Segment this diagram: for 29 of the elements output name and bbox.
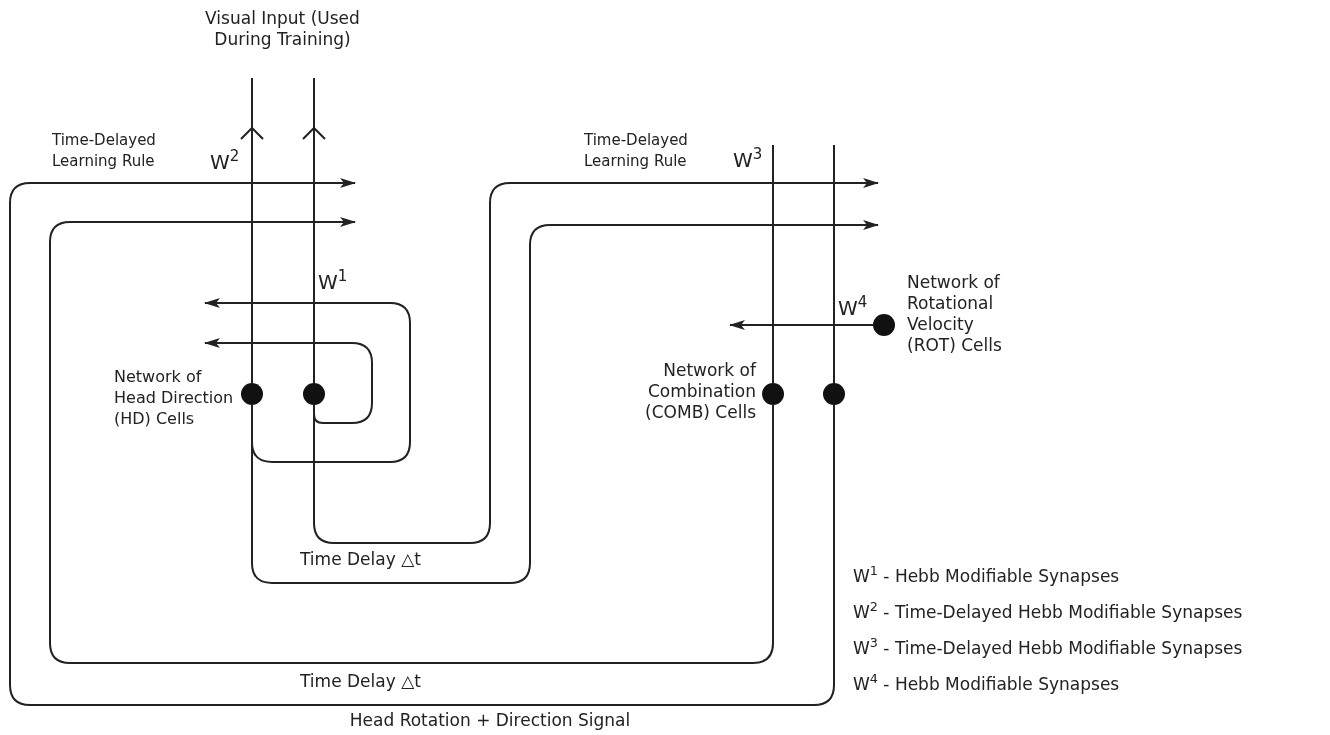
network-label: Network of Combination (COMB) Cells: [644, 360, 756, 423]
neuron-cell: [873, 314, 895, 336]
input-line: [240, 77, 264, 384]
delay-label: Time Delay △t: [300, 549, 422, 570]
legend-text: W$^{3}$ - Time-Delayed Hebb Modifiable Synapses: [853, 638, 1244, 659]
legend-text: W$^{1}$ - Hebb Modifiable Synapses: [853, 566, 1121, 587]
arrow: [49, 217, 774, 664]
caption-text: Network of Rotational Velocity (ROT) Cells: [907, 272, 1003, 356]
arrow: [9, 178, 835, 706]
legend-text: W$^{2}$ - Time-Delayed Hebb Modifiable Synapses: [853, 602, 1244, 623]
neuron-cell: [762, 383, 784, 405]
arrow: [204, 298, 411, 463]
input-line: [302, 77, 326, 384]
dendrite-line: [833, 144, 835, 384]
neuron-cell: [241, 383, 263, 405]
arrow: [313, 178, 879, 544]
rule-label: Time-Delayed Learning Rule: [52, 130, 157, 172]
neuron-cell: [303, 383, 325, 405]
rule-label: Time-Delayed Learning Rule: [584, 130, 689, 172]
network-label: Network of Head Direction (HD) Cells: [114, 366, 235, 429]
dendrite-line: [772, 144, 774, 384]
delay-label: Time Delay △t: [300, 671, 422, 692]
neuron-cell: [823, 383, 845, 405]
arrow: [729, 320, 874, 330]
arrow: [204, 338, 373, 424]
input-label: Visual Input (Used During Training): [204, 8, 361, 50]
arrow: [251, 220, 879, 584]
legend-text: W$^{4}$ - Hebb Modifiable Synapses: [853, 674, 1121, 695]
signal-label: Head Rotation + Direction Signal: [348, 710, 632, 731]
